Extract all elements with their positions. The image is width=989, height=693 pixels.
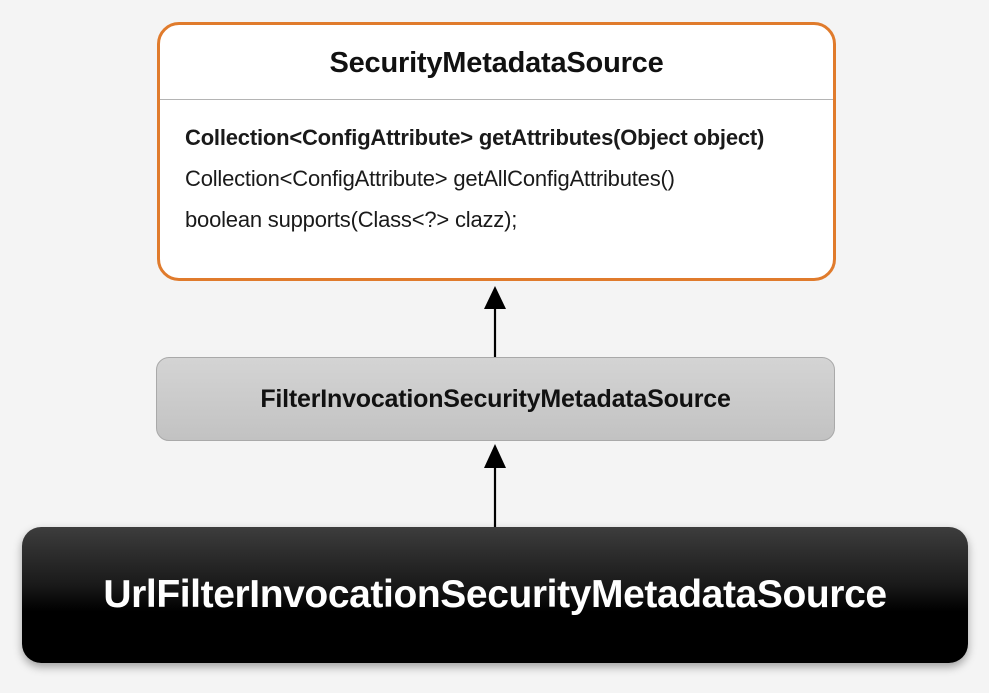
implementation-node-url-filter-invocation-security-metadata-source[interactable]: UrlFilterInvocationSecurityMetadataSourc… [22, 527, 968, 663]
interface-node-security-metadata-source[interactable]: SecurityMetadataSource Collection<Config… [157, 22, 836, 281]
generalization-arrow-implementation-to-abstract [484, 444, 506, 527]
interface-member-2: boolean supports(Class<?> clazz); [185, 207, 518, 232]
interface-member-1: Collection<ConfigAttribute> getAllConfig… [185, 166, 675, 191]
interface-member-list: Collection<ConfigAttribute> getAttribute… [185, 117, 821, 240]
abstract-node-filter-invocation-security-metadata-source[interactable]: FilterInvocationSecurityMetadataSource [156, 357, 835, 441]
interface-divider [160, 99, 833, 100]
interface-member-0: Collection<ConfigAttribute> getAttribute… [185, 125, 765, 150]
interface-title: SecurityMetadataSource [329, 47, 664, 79]
generalization-arrow-abstract-to-interface [484, 286, 506, 357]
abstract-node-label: FilterInvocationSecurityMetadataSource [260, 384, 731, 413]
implementation-node-label: UrlFilterInvocationSecurityMetadataSourc… [103, 573, 887, 616]
